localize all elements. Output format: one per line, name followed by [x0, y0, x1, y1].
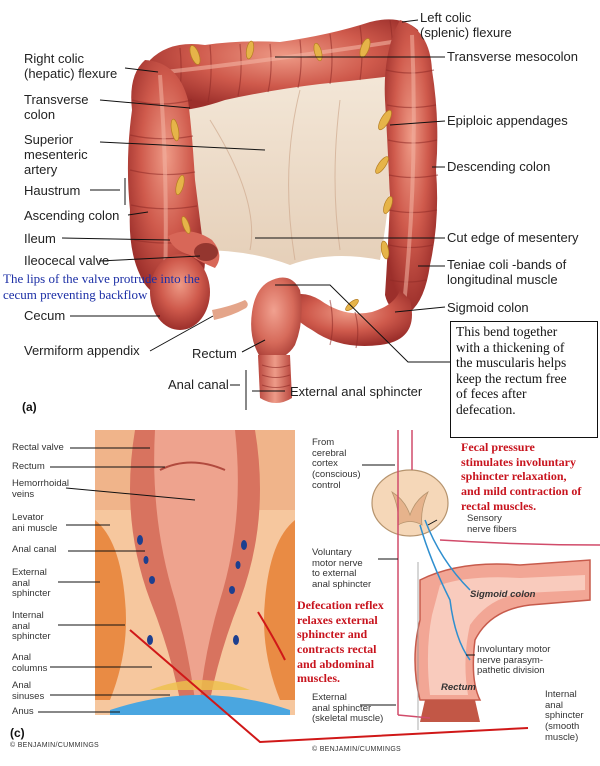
- label-vermiform-appendix: Vermiform appendix: [24, 343, 140, 358]
- label-c-rectum: Rectum: [12, 461, 45, 472]
- label-descending-colon: Descending colon: [447, 159, 551, 174]
- label-c-anal-canal: Anal canal: [12, 544, 57, 555]
- label-right-colic-flexure: Right colic(hepatic) flexure: [24, 51, 118, 81]
- bend-note-box: [450, 321, 598, 438]
- label-d-sigmoid-colon: Sigmoid colon: [470, 589, 536, 600]
- label-c-rectal-valve: Rectal valve: [12, 442, 64, 453]
- label-haustrum: Haustrum: [24, 183, 81, 198]
- label-anal-canal: Anal canal: [168, 377, 229, 392]
- label-epiploic-appendages: Epiploic appendages: [447, 113, 568, 128]
- label-ileocecal-valve: Ileocecal valve: [24, 253, 110, 268]
- anal-canal-section: [95, 430, 295, 715]
- epiploic-fat: [170, 38, 393, 311]
- label-teniae-coli: Teniae coli -bands of longitudinal muscl…: [447, 257, 567, 287]
- appendix-shape: [212, 300, 248, 320]
- label-d-rectum: Rectum: [441, 682, 476, 693]
- red-connector-lines: [129, 611, 529, 744]
- rectum-shape: [251, 277, 302, 361]
- label-left-colic-flexure: Left colic(splenic) flexure: [420, 10, 512, 40]
- panel-label-c: (c): [10, 726, 25, 740]
- descending-colon-shape: [384, 20, 439, 313]
- label-transverse-mesocolon: Transverse mesocolon: [447, 49, 579, 64]
- reflex-diagram: [371, 430, 600, 730]
- label-c-anus: Anus: [12, 706, 34, 717]
- anal-canal-shape: [258, 355, 292, 403]
- credit-c: © BENJAMIN/CUMMINGS: [10, 742, 100, 749]
- label-rectum: Rectum: [192, 346, 237, 361]
- cecum-shape: [150, 254, 210, 330]
- panel-label-a: (a): [22, 400, 37, 414]
- sigmoid-shape: [285, 290, 412, 346]
- credit-d: © BENJAMIN/CUMMINGS: [312, 746, 402, 753]
- label-cecum: Cecum: [24, 308, 66, 323]
- label-ileum: Ileum: [24, 231, 56, 246]
- label-ascending-colon: Ascending colon: [24, 208, 120, 223]
- label-external-anal-sphincter: External anal sphincter: [290, 384, 423, 399]
- label-cut-edge-mesentery: Cut edge of mesentery: [447, 230, 579, 245]
- label-sigmoid-colon: Sigmoid colon: [447, 300, 529, 315]
- leader-lines: [38, 19, 475, 713]
